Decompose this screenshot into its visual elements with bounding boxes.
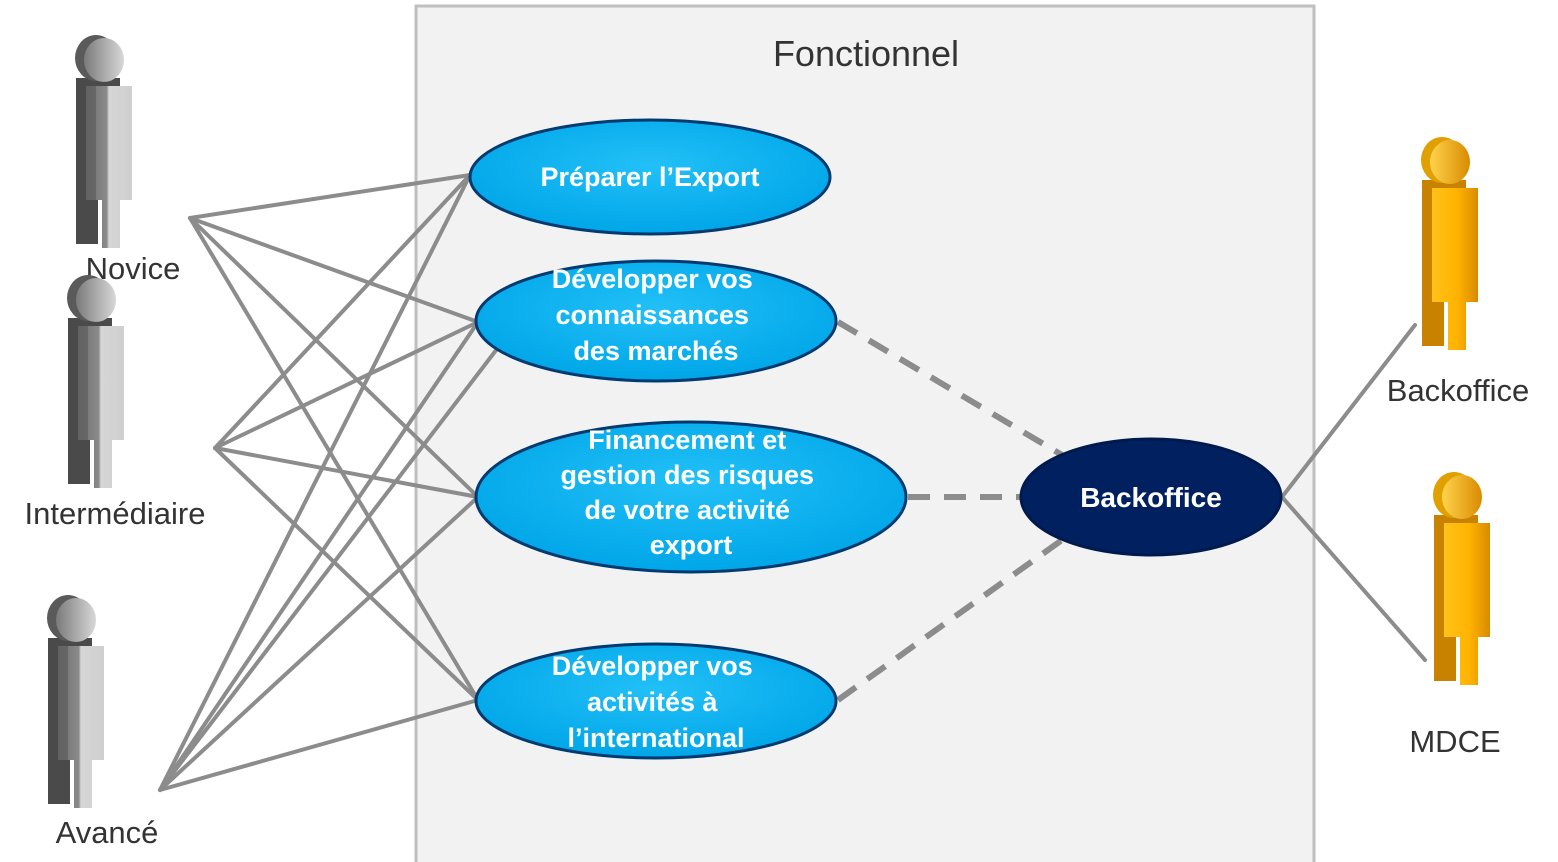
use-case-label: Développer vos connaissances des marchés	[552, 264, 761, 366]
actor-label: MDCE	[1409, 724, 1500, 759]
actor-mdce[interactable]: MDCE	[1409, 472, 1501, 759]
assoc-avance-connaissances	[158, 320, 480, 792]
assoc-avance-financement	[158, 495, 480, 792]
dash-international-backoffice	[836, 537, 1064, 703]
backoffice-node[interactable]: Backoffice	[1019, 437, 1283, 557]
person-icon	[1421, 137, 1478, 350]
assoc-novice-preparer	[188, 173, 472, 220]
assoc-avance-international	[158, 698, 480, 792]
actor-novice[interactable]: Novice	[75, 35, 180, 286]
assoc-novice-connaissances	[188, 216, 480, 324]
assoc-avance-connaissances-2	[158, 343, 502, 792]
backoffice-node-label: Backoffice	[1080, 482, 1222, 513]
backoffice-associations	[836, 319, 1064, 703]
assoc-node-mdce-actor	[1280, 495, 1427, 662]
assoc-intermediaire-financement	[213, 446, 480, 499]
actor-backoffice[interactable]: Backoffice	[1387, 137, 1529, 408]
user-associations	[158, 173, 502, 792]
use-case-label: Préparer l’Export	[540, 162, 759, 192]
person-icon	[67, 275, 124, 488]
actor-label: Backoffice	[1387, 373, 1529, 408]
person-icon	[47, 595, 104, 808]
assoc-node-backoffice-actor	[1280, 323, 1417, 499]
person-icon	[75, 35, 132, 248]
use-case-preparer[interactable]: Préparer l’Export	[468, 118, 832, 236]
use-case-label: Financement et gestion des risques de vo…	[560, 425, 821, 560]
assoc-novice-financement	[188, 216, 480, 499]
use-case-label: Développer vos activités à l’internation…	[552, 651, 761, 753]
actor-avance[interactable]: Avancé	[47, 595, 158, 850]
assoc-avance-preparer	[158, 173, 472, 792]
dash-connaissances-backoffice	[836, 319, 1064, 458]
use-case-international[interactable]: Développer vos activités à l’internation…	[474, 642, 838, 760]
person-icon	[1433, 472, 1490, 685]
assoc-intermediaire-connaissances	[213, 320, 480, 450]
actor-intermediaire[interactable]: Intermédiaire	[25, 275, 206, 531]
use-case-connaissances[interactable]: Développer vos connaissances des marchés	[474, 259, 838, 383]
system-title: Fonctionnel	[773, 33, 959, 74]
use-case-shape	[474, 642, 838, 760]
assoc-intermediaire-preparer	[213, 173, 472, 450]
actor-label: Intermédiaire	[25, 496, 206, 531]
use-case-financement[interactable]: Financement et gestion des risques de vo…	[474, 420, 908, 574]
assoc-intermediaire-international	[213, 446, 480, 702]
staff-associations	[1280, 323, 1427, 662]
backoffice-node-shape	[1019, 437, 1283, 557]
assoc-novice-international	[188, 216, 480, 702]
use-case-shape	[474, 259, 838, 383]
use-case-shape	[468, 118, 832, 236]
actor-label: Avancé	[56, 815, 159, 850]
use-case-shape	[474, 420, 908, 574]
